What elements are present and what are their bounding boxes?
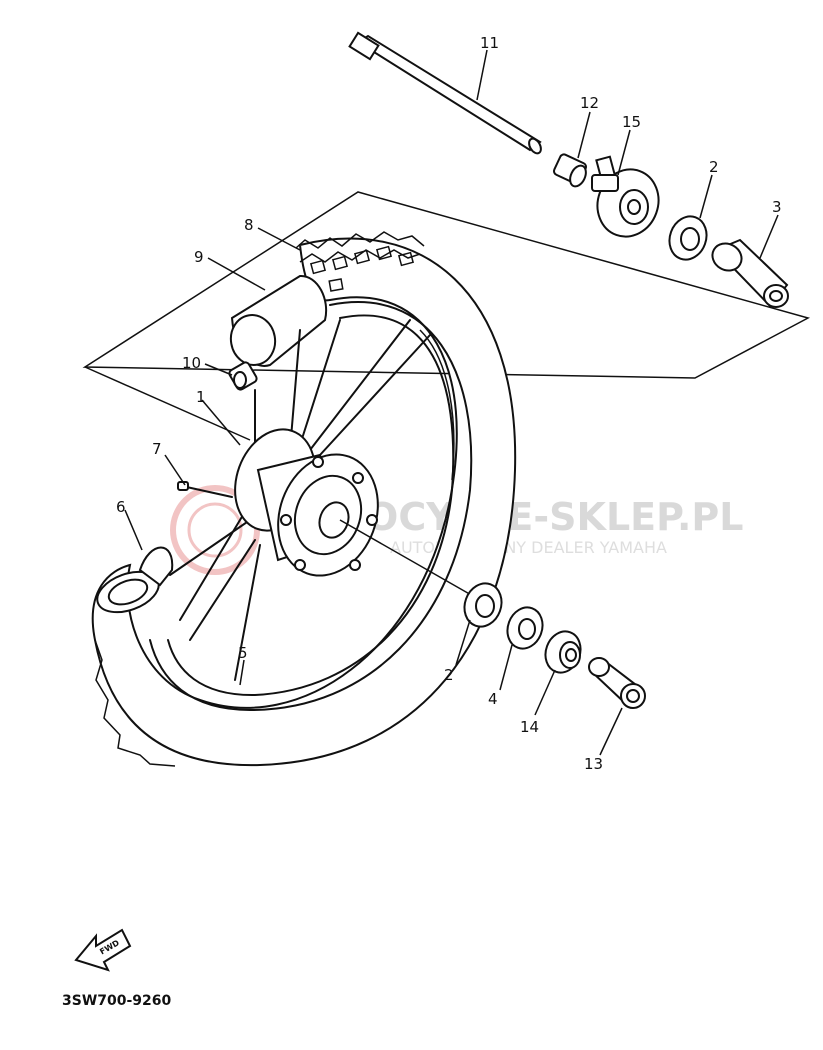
bearing-lower xyxy=(463,582,503,628)
speedometer-gear-unit xyxy=(591,155,660,238)
part-label-4: 4 xyxy=(488,690,498,708)
part-label-7: 7 xyxy=(152,440,162,458)
part-label-10: 10 xyxy=(182,354,201,372)
spacer-lower xyxy=(588,657,646,709)
rim-band xyxy=(96,546,174,614)
part-label-6: 6 xyxy=(116,498,126,516)
part-label-9: 9 xyxy=(194,248,204,266)
part-number-labels: 11 12 15 2 3 8 9 10 1 7 6 5 2 4 14 13 xyxy=(116,34,782,773)
front-direction-arrow: FWD xyxy=(74,928,132,972)
part-label-8: 8 xyxy=(244,216,254,234)
part-label-1: 1 xyxy=(196,388,206,406)
watermark-logo xyxy=(170,485,260,575)
tire xyxy=(91,231,517,767)
part-label-2-upper: 2 xyxy=(709,158,719,176)
bearing-upper xyxy=(668,215,708,261)
oil-seal xyxy=(506,606,544,650)
watermark-sub-text: AUTORYZOWANY DEALER YAMAHA xyxy=(390,538,667,557)
collar xyxy=(552,153,588,188)
tube-valve xyxy=(228,361,258,391)
inner-tube xyxy=(229,274,328,367)
part-label-13: 13 xyxy=(584,755,603,773)
part-label-12: 12 xyxy=(580,94,599,112)
part-label-11: 11 xyxy=(480,34,499,52)
spacer xyxy=(711,238,789,308)
part-label-3: 3 xyxy=(772,198,782,216)
part-label-15: 15 xyxy=(622,113,641,131)
collar-lower xyxy=(544,630,582,674)
hub xyxy=(234,428,481,601)
leader-lines xyxy=(124,49,779,756)
part-label-5: 5 xyxy=(238,644,248,662)
front-axle xyxy=(348,31,542,155)
diagram-code: 3SW700-9260 xyxy=(62,993,172,1009)
part-label-2-lower: 2 xyxy=(444,666,454,684)
part-label-14: 14 xyxy=(520,718,539,736)
rim xyxy=(149,301,473,711)
